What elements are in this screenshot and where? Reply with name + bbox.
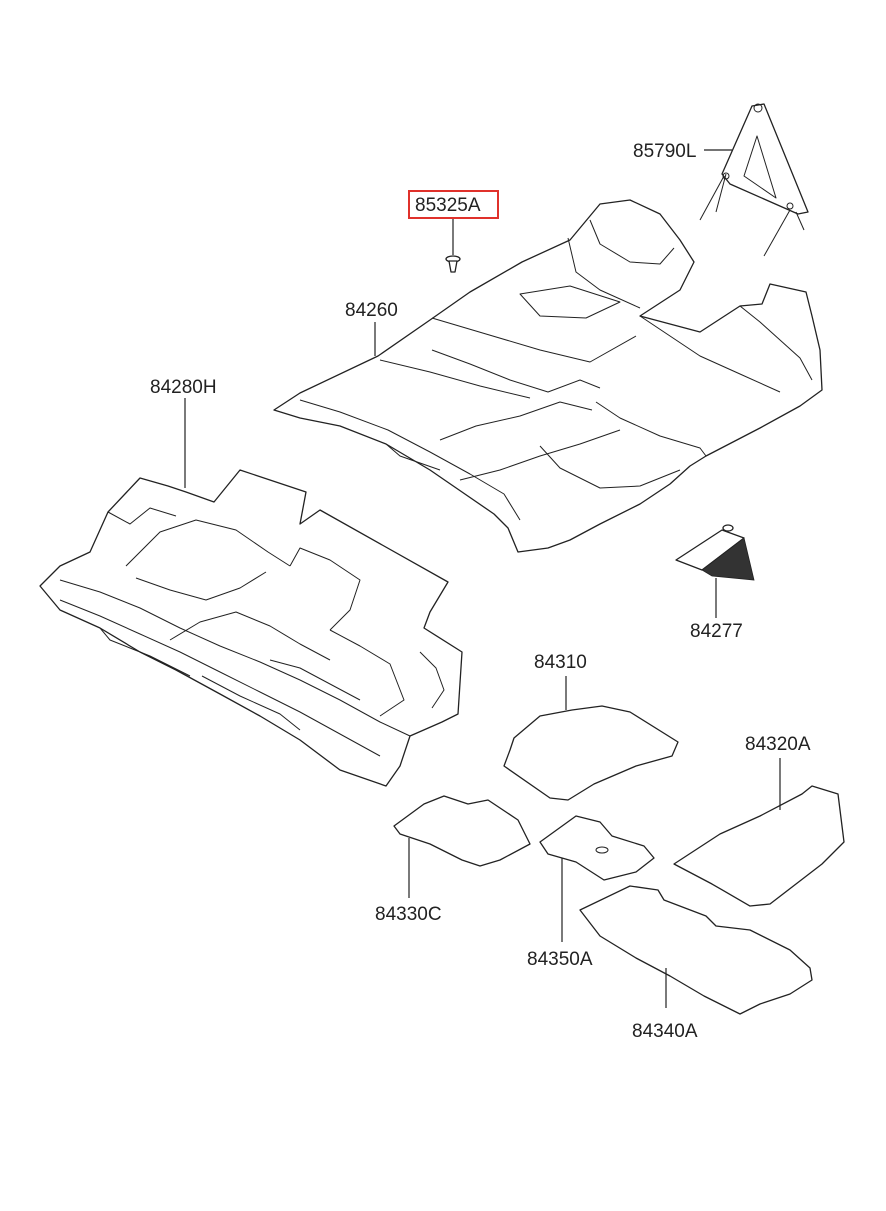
label-84350a: 84350A [527, 949, 593, 970]
part-84320a-floor-mat[interactable] [673, 758, 845, 907]
part-85325a-clip[interactable] [408, 190, 499, 273]
part-84340a-floor-mat[interactable] [579, 885, 813, 1015]
highlight-box [408, 190, 499, 219]
part-84260-carpet-main[interactable] [273, 199, 823, 553]
label-84340a: 84340A [632, 1021, 698, 1042]
label-84260: 84260 [345, 300, 398, 321]
label-84310: 84310 [534, 652, 587, 673]
part-84350a-floor-mat[interactable] [539, 815, 655, 942]
label-84280h: 84280H [150, 377, 217, 398]
label-85325a: 85325A [415, 195, 481, 216]
part-84277-pad[interactable] [675, 524, 755, 618]
part-84310-floor-mat[interactable] [503, 676, 679, 801]
label-84320a: 84320A [745, 734, 811, 755]
label-85790l: 85790L [633, 141, 696, 162]
part-84280h-carpet-rear[interactable] [39, 398, 463, 787]
label-84277: 84277 [690, 621, 743, 642]
part-85790l-warning-triangle[interactable] [699, 103, 809, 257]
label-84330c: 84330C [375, 904, 442, 925]
part-84330c-floor-mat[interactable] [393, 795, 531, 898]
